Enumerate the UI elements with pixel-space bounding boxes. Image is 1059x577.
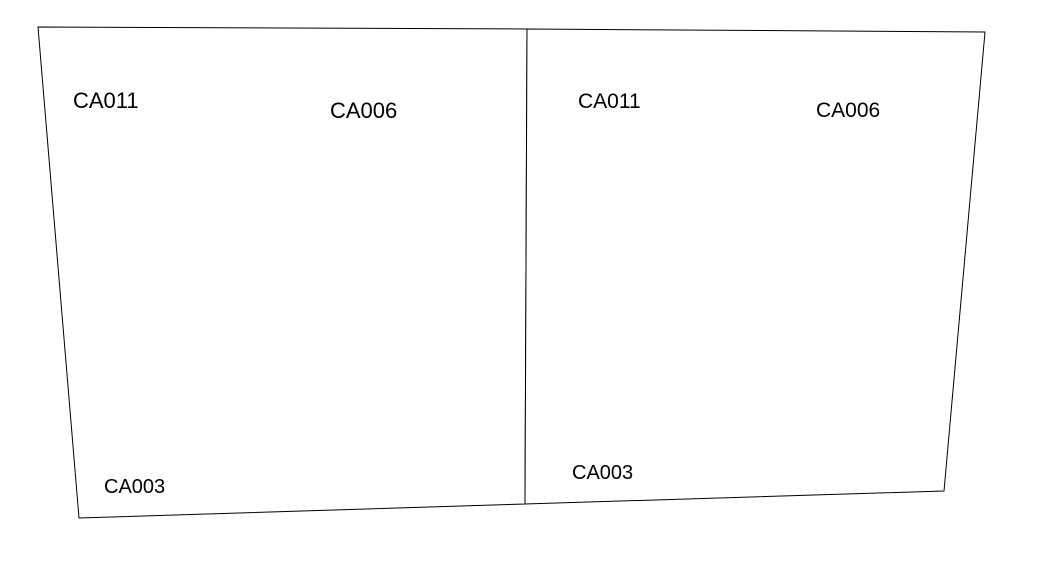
right-panel-outline <box>524 28 986 505</box>
right-panel-label-top-right: CA006 <box>816 99 880 122</box>
right-panel-label-top-left: CA011 <box>578 90 641 113</box>
right-panel-label-bottom-left: CA003 <box>572 462 633 484</box>
left-panel-label-top-left: CA011 <box>73 88 139 113</box>
left-panel-label-bottom-left: CA003 <box>104 476 165 498</box>
left-panel-label-top-right: CA006 <box>330 98 397 123</box>
